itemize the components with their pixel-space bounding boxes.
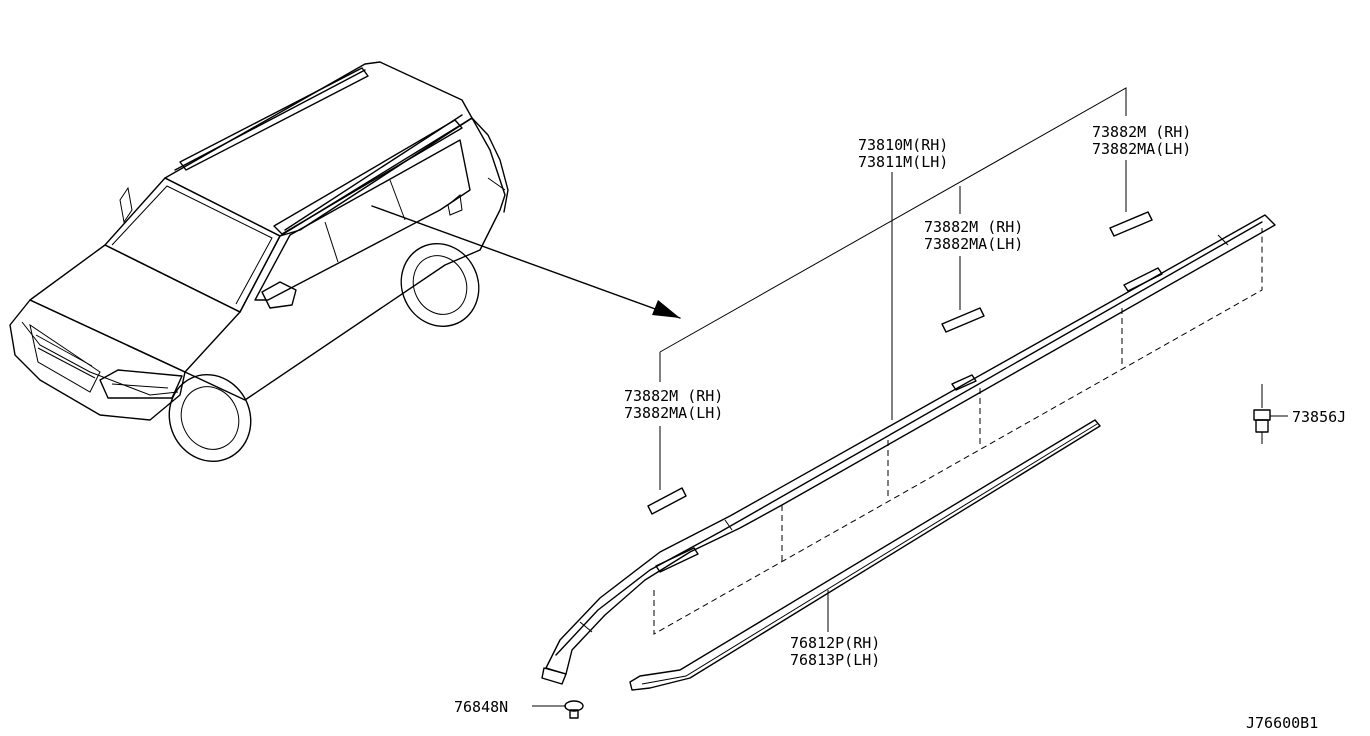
label-clip-top-right-lh: 73882MA(LH) xyxy=(1092,140,1191,158)
diagram-id-label: J76600B1 xyxy=(1246,714,1318,732)
label-clip-mid-rh: 73882M (RH) xyxy=(924,218,1023,236)
screw-left-part xyxy=(564,700,584,719)
label-screw-left: 76848N xyxy=(454,698,508,716)
clip-left-part xyxy=(647,487,687,515)
label-clip-left-lh: 73882MA(LH) xyxy=(624,404,723,422)
label-clip-left-rh: 73882M (RH) xyxy=(624,387,723,405)
label-rail-lh: 73811M(LH) xyxy=(858,153,948,171)
label-clip-mid-lh: 73882MA(LH) xyxy=(924,235,1023,253)
vehicle-illustration xyxy=(9,61,509,463)
clip-parts xyxy=(647,211,1153,515)
clip-top-right-part xyxy=(1109,211,1153,237)
bolt-right-part xyxy=(1253,384,1271,444)
label-molding-lh: 76813P(LH) xyxy=(790,651,880,669)
part-labels: 73810M(RH) 73811M(LH) 73882M (RH) 73882M… xyxy=(454,123,1346,732)
label-molding-rh: 76812P(RH) xyxy=(790,634,880,652)
side-molding xyxy=(629,419,1101,691)
leader-lines xyxy=(532,87,1288,707)
label-rail-rh: 73810M(RH) xyxy=(858,136,948,154)
label-bolt-right: 73856J xyxy=(1292,408,1346,426)
label-clip-top-right-rh: 73882M (RH) xyxy=(1092,123,1191,141)
clip-mid-part xyxy=(941,307,985,333)
pointer-arrow xyxy=(371,205,681,319)
roof-rail-assembly xyxy=(541,214,1276,685)
